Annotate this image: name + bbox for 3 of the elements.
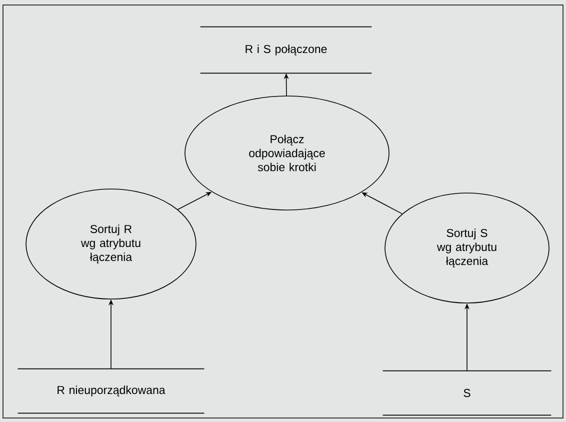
data-store: R i S połączone xyxy=(200,26,372,74)
data-store: R nieuporządkowana xyxy=(17,368,205,414)
data-store: S xyxy=(382,370,552,416)
